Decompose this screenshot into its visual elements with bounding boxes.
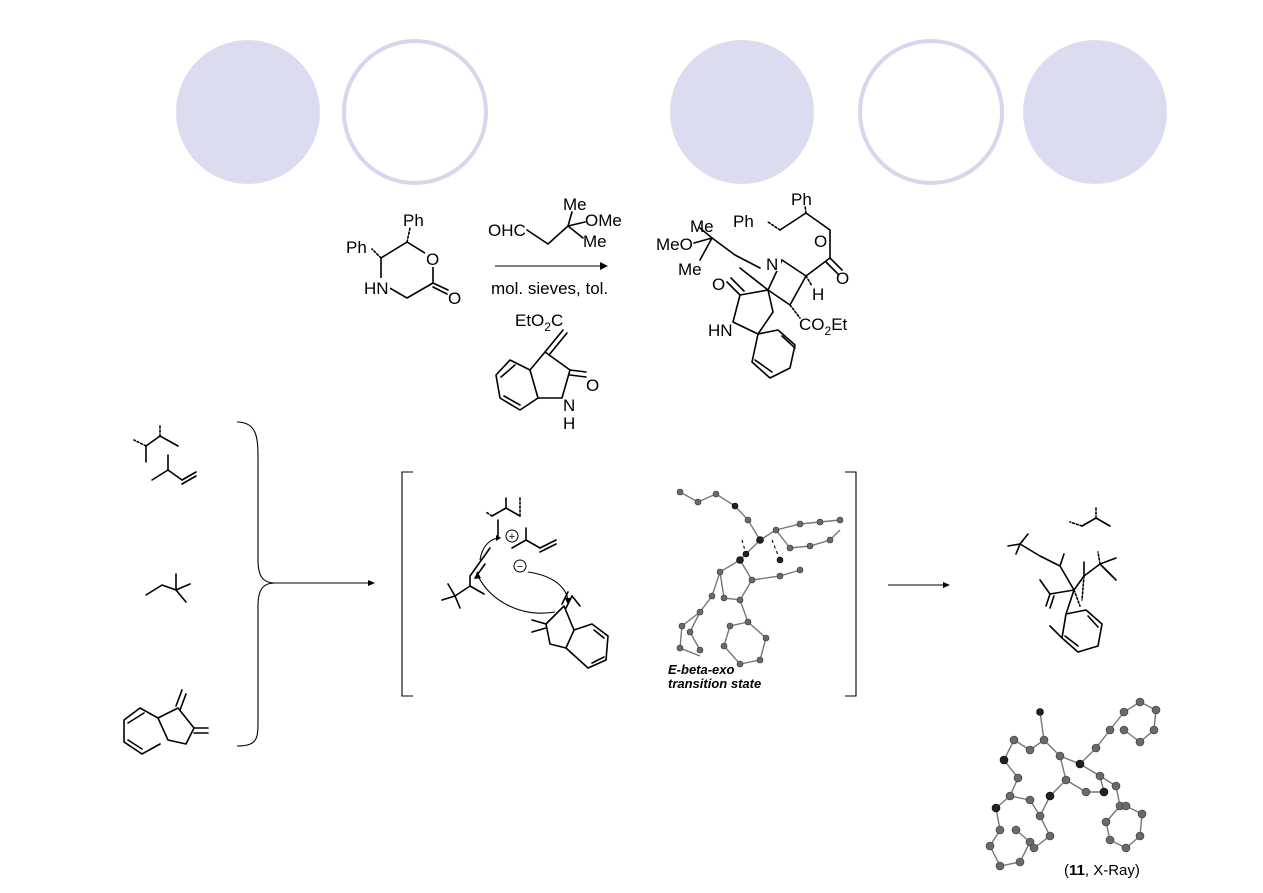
product-n: N [766, 255, 778, 274]
oxindole-o: O [586, 376, 599, 395]
morph-o-carbonyl: O [448, 289, 461, 308]
anion-label: − [517, 561, 523, 573]
aldehyde-reagent: Me OHC OMe Me [488, 195, 622, 251]
morph-o-ring: O [426, 250, 439, 269]
product-hn: HN [708, 321, 733, 340]
reaction-arrow [495, 262, 608, 270]
xray-3d-model: (11, X-Ray) [985, 697, 1161, 879]
cation-label: + [509, 531, 515, 543]
product-h: H [812, 285, 824, 304]
product-ph-top: Ph [791, 190, 812, 209]
fragment-tbutyl [145, 573, 191, 603]
oxindole-n: N [563, 396, 575, 415]
ts-3d-model: E-beta-exo transition state [668, 488, 844, 691]
decor-circle-filled-2 [670, 40, 814, 184]
ts-caption-line2: transition state [668, 676, 761, 691]
product-ph-left: Ph [733, 212, 754, 231]
cation-symbol [505, 529, 519, 543]
product-me-top: Me [690, 217, 714, 236]
product-o-oxindole: O [712, 275, 725, 294]
final-fragment [1007, 507, 1117, 653]
aldehyde-ohc: OHC [488, 221, 526, 240]
morph-hn: HN [364, 279, 389, 298]
product-me-bottom: Me [678, 260, 702, 279]
decor-circle-ring-2 [858, 39, 1004, 185]
product-co2et: CO2Et [799, 315, 848, 338]
ts-caption-line1: E-beta-exo [668, 662, 735, 677]
oxindole-h: H [563, 414, 575, 433]
xray-caption: (11, X-Ray) [1064, 862, 1140, 879]
decor-circle-filled-1 [176, 40, 320, 184]
product-arrow [888, 582, 950, 588]
oxindole-eto: EtO2C [515, 311, 563, 334]
product-o-carbonyl: O [836, 269, 849, 288]
aldehyde-ome: OMe [585, 211, 622, 230]
product-structure: Ph Ph Me MeO Me N O O H O HN CO2Et [656, 190, 849, 379]
decor-circle-ring-1 [342, 39, 488, 185]
decor-circle-filled-3 [1023, 40, 1167, 184]
fragment-indolinylidene [123, 689, 209, 755]
reaction-condition: mol. sieves, tol. [491, 279, 608, 298]
aldehyde-me-top: Me [563, 195, 587, 214]
morpholinone-structure: Ph Ph HN O O [346, 211, 461, 308]
morph-ph-top: Ph [403, 211, 424, 230]
ts-bracket [401, 471, 857, 697]
fragment-dipole [133, 425, 197, 485]
header-decoration [176, 39, 1167, 185]
morph-ph-left: Ph [346, 238, 367, 257]
merge-brace [236, 421, 375, 747]
product-meo: MeO [656, 235, 693, 254]
oxindole-ester-reagent: EtO2C O N H [495, 311, 599, 433]
aldehyde-me-bottom: Me [583, 232, 607, 251]
anion-symbol [513, 559, 527, 573]
ts-scheme: + − [441, 497, 609, 669]
product-o-ring: O [814, 232, 827, 251]
